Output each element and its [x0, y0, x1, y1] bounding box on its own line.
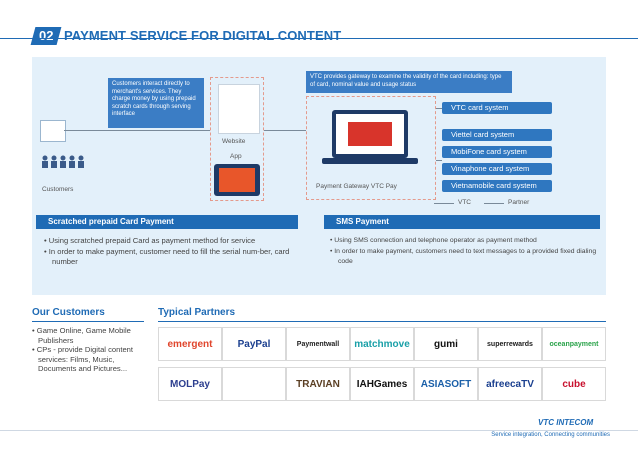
partner-card-system: Vinaphone card system — [442, 163, 552, 175]
website-app-box — [210, 77, 264, 201]
legend-vtc-line — [434, 203, 454, 204]
partner-logo: gumi — [414, 327, 478, 361]
our-customers-list: • Game Online, Game Mobile Publishers • … — [32, 326, 144, 374]
customer-document-icon — [40, 120, 66, 142]
customers-group-icon — [40, 154, 88, 174]
partner-card-system: Viettel card system — [442, 129, 552, 141]
sms-payment-header: SMS Payment — [324, 215, 600, 229]
section-number-badge: 02 — [30, 27, 62, 45]
website-icon — [218, 84, 260, 134]
connector-line — [64, 130, 210, 131]
laptop-icon — [318, 108, 422, 170]
scratched-bullets: • Using scratched prepaid Card as paymen… — [44, 236, 302, 268]
typical-partners-title: Typical Partners — [158, 307, 236, 318]
partner-logo: oceanpayment — [542, 327, 606, 361]
partner-logo: IAHGames — [350, 367, 414, 401]
vtc-card-system: VTC card system — [442, 102, 552, 114]
app-label: App — [230, 153, 242, 160]
partner-card-system: Vietnamobile card system — [442, 180, 552, 192]
footer-divider — [0, 430, 638, 431]
partner-logo: cube — [542, 367, 606, 401]
partner-logo: Paymentwall — [286, 327, 350, 361]
tablet-icon — [214, 164, 260, 196]
partner-logo: MOLPay — [158, 367, 222, 401]
bullet-item: • Using SMS connection and telephone ope… — [330, 237, 537, 244]
header-divider — [0, 38, 638, 39]
gateway-label: Payment Gateway VTC Pay — [316, 183, 397, 190]
connector-line — [264, 130, 306, 131]
brand-logo: VTC INTECOM — [538, 418, 594, 427]
legend-partner-label: Partner — [508, 199, 530, 206]
partner-card-system: MobiFone card system — [442, 146, 552, 158]
partner-logo — [222, 367, 286, 401]
partner-logo: TRAVIAN — [286, 367, 350, 401]
partner-logo: PayPal — [222, 327, 286, 361]
partner-logo: superrewards — [478, 327, 542, 361]
customers-note: Customers interact directly to merchant'… — [108, 78, 204, 128]
connector-line — [436, 108, 442, 109]
connector-line — [436, 160, 442, 161]
partner-logo: matchmove — [350, 327, 414, 361]
vtc-note: VTC provides gateway to examine the vali… — [306, 71, 512, 93]
list-item: • CPs - provide Digital content services… — [32, 345, 134, 374]
bullet-item: • In order to make payment, customer nee… — [44, 246, 290, 267]
page-title: PAYMENT SERVICE FOR DIGITAL CONTENT — [64, 28, 342, 43]
legend-vtc-label: VTC — [458, 199, 471, 206]
partner-logo: ASIASOFT — [414, 367, 478, 401]
customers-label: Customers — [42, 186, 74, 193]
slogan: Service integration, Connecting communit… — [491, 432, 610, 438]
bullet-item: • Using scratched prepaid Card as paymen… — [44, 236, 256, 245]
our-customers-title: Our Customers — [32, 307, 105, 318]
website-label: Website — [222, 138, 246, 145]
gateway-box — [306, 96, 436, 200]
bullet-item: • In order to make payment, customers ne… — [330, 247, 597, 266]
our-customers-underline — [32, 321, 144, 322]
list-item: • Game Online, Game Mobile Publishers — [32, 326, 131, 345]
sms-bullets: • Using SMS connection and telephone ope… — [330, 236, 600, 268]
legend-partner-line — [484, 203, 504, 204]
partner-logo: afreecaTV — [478, 367, 542, 401]
typical-partners-underline — [158, 321, 606, 322]
partner-logo: emergent — [158, 327, 222, 361]
scratched-card-header: Scratched prepaid Card Payment — [36, 215, 298, 229]
